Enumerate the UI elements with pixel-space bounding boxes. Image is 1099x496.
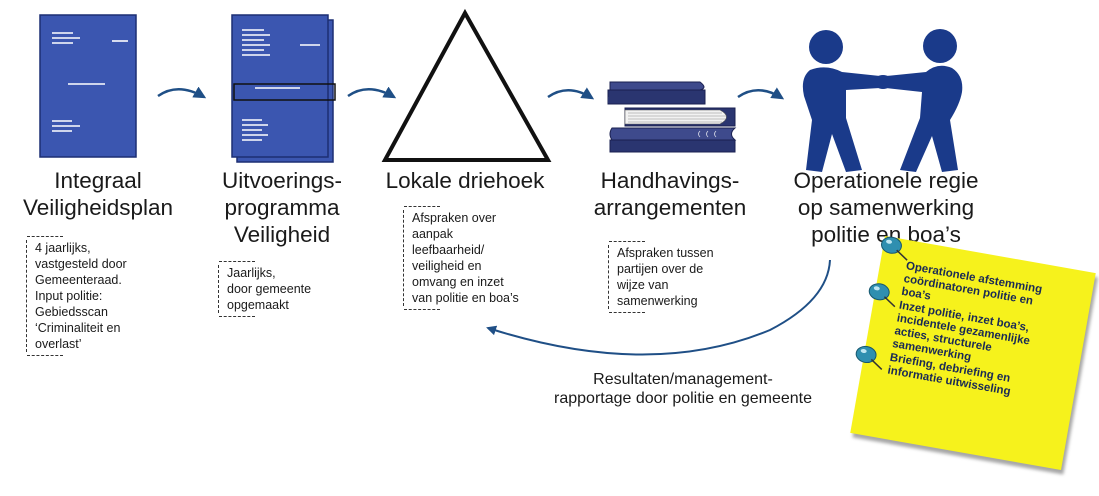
stage-title-uitvoering: Uitvoerings- programma Veiligheid — [221, 168, 343, 247]
pushpin-icon — [868, 283, 896, 308]
document-icon — [39, 14, 137, 158]
feedback-label: Resultaten/management- rapportage door p… — [554, 371, 812, 407]
pushpin-icon — [881, 236, 908, 261]
flow-arrow — [737, 87, 785, 100]
flow-arrow — [547, 87, 595, 100]
sticky-note: Operationele afstemming coördinatoren po… — [850, 235, 1096, 471]
stage-note-integraal: 4 jaarlijks, vastgesteld door Gemeentera… — [26, 236, 155, 356]
stage-title-handhaving: Handhavings- arrangementen — [593, 168, 747, 220]
stage-note-driehoek: Afspraken over aanpak leefbaarheid/ veil… — [403, 206, 552, 310]
stage-title-regie: Operationele regie op samenwerking polit… — [793, 168, 979, 247]
stage-title-integraal: Integraal Veiligheidsplan — [22, 168, 174, 220]
feedback-arrow — [486, 259, 831, 356]
flow-arrow — [157, 86, 207, 99]
stage-title-driehoek: Lokale driehoek — [385, 168, 545, 193]
books-icon — [607, 81, 737, 153]
pushpin-icon — [855, 345, 883, 370]
flow-arrow — [347, 86, 397, 99]
document-stack-icon — [231, 14, 336, 163]
triangle-icon — [381, 8, 552, 162]
handshake-icon — [802, 29, 963, 172]
stage-note-uitvoering: Jaarlijks, door gemeente opgemaakt — [218, 261, 347, 317]
stage-note-handhaving: Afspraken tussen partijen over de wijze … — [608, 241, 747, 313]
